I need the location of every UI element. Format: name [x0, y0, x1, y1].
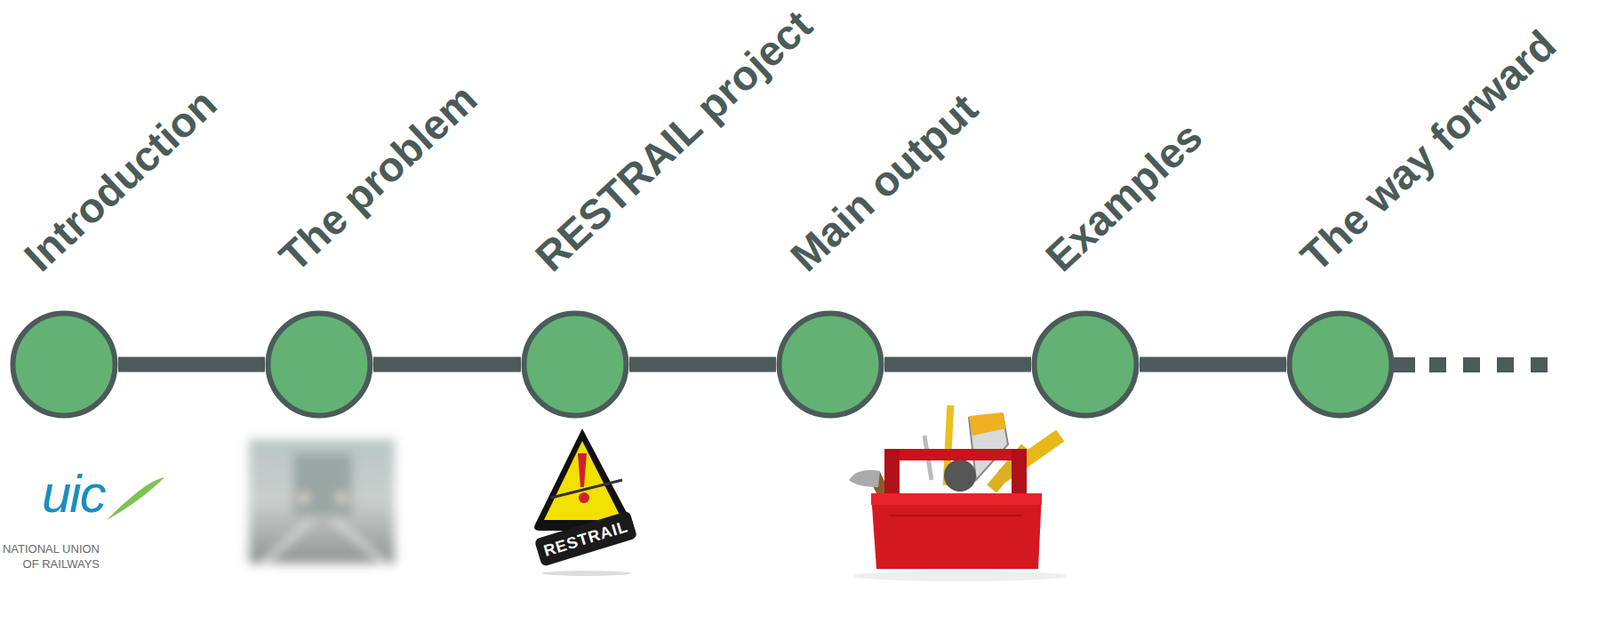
circle-outline: [9, 310, 119, 419]
logo-caption: OF RAILWAYS: [23, 558, 100, 570]
circle-outline: [264, 310, 374, 419]
circle-outline: [1031, 310, 1140, 419]
circle-outline: [776, 310, 885, 419]
timeline-connector: [884, 364, 1032, 366]
warning-sign: [534, 428, 638, 576]
toolbox: [848, 405, 1067, 582]
circle-outline: [1286, 310, 1395, 419]
timeline-circle: The problem: [264, 310, 374, 419]
stage-label: RESTRAIL project: [528, 2, 819, 279]
timeline-circle: Introduction: [9, 310, 119, 419]
timeline-connector: [1139, 364, 1287, 366]
timeline-circle: Examples: [1031, 310, 1140, 419]
timeline-connector: [373, 364, 521, 366]
circle-outline: [520, 310, 630, 419]
timeline-connector: [629, 364, 776, 366]
timeline-circle: Main output: [776, 310, 885, 419]
stage-label: Examples: [1038, 114, 1210, 279]
timeline-circle: The way forward: [1286, 310, 1395, 419]
logo-swoosh: [106, 477, 165, 520]
stage-label: Introduction: [16, 81, 224, 279]
timeline-connector: [118, 364, 265, 366]
stage-label: The way forward: [1293, 23, 1563, 279]
logo-text: uic: [41, 467, 105, 521]
stage-label: Main output: [783, 86, 985, 279]
blurred-photo: [248, 439, 395, 569]
continuation-dots: [1386, 357, 1548, 373]
timeline-circle: RESTRAIL project: [520, 310, 630, 419]
stage-label: The problem: [272, 76, 484, 279]
logo-caption: NATIONAL UNION: [2, 543, 100, 555]
